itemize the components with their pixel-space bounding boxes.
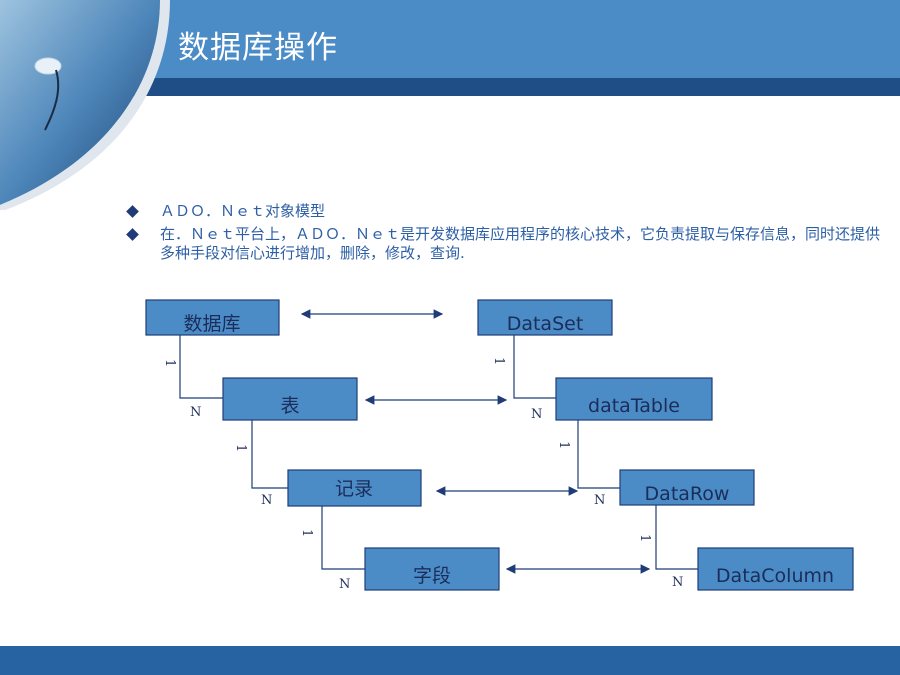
- node-database-label: 数据库: [183, 313, 240, 335]
- node-datarow-label: DataRow: [645, 483, 730, 505]
- cardinality-many-label: N: [594, 493, 605, 508]
- node-datarow: [619, 469, 755, 506]
- connector-db-table: [179, 335, 223, 399]
- connector-datatable-datarow: [577, 420, 620, 489]
- connector-table-record: [251, 420, 288, 489]
- cardinality-one-label: 1: [556, 441, 571, 449]
- corner-decoration: [0, 0, 170, 210]
- connector-record-field: [321, 506, 365, 570]
- cardinality-one-label: 1: [637, 534, 652, 542]
- cardinality-many-label: N: [672, 575, 683, 590]
- bullet-text: ＡＤＯ．Ｎｅｔ对象模型: [160, 202, 326, 220]
- bullet-item: ＡＤＯ．Ｎｅｔ对象模型: [126, 202, 888, 221]
- cardinality-one-label: 1: [233, 444, 248, 452]
- node-record: [287, 469, 422, 507]
- connector-datarow-datacolumn: [655, 505, 698, 570]
- bullet-text: 在．Ｎｅｔ平台上，ＡＤＯ．Ｎｅｔ是开发数据库应用程序的核心技术，它负责提取与保存…: [160, 225, 881, 262]
- cardinality-one-label: 1: [299, 529, 314, 537]
- page-title: 数据库操作: [178, 30, 338, 66]
- node-dataset: [477, 299, 613, 336]
- cardinality-many-label: N: [190, 405, 201, 420]
- cardinality-one-label: 1: [491, 357, 506, 365]
- mouse-icon: [34, 57, 62, 131]
- node-datatable-label: dataTable: [588, 395, 680, 417]
- connector-dataset-datatable: [513, 335, 556, 399]
- node-field: [364, 547, 500, 591]
- cardinality-many-label: N: [339, 577, 350, 592]
- node-table-label: 表: [280, 395, 299, 417]
- cardinality-many-label: N: [261, 493, 272, 508]
- node-dataset-label: DataSet: [507, 313, 584, 335]
- node-table: [222, 377, 358, 421]
- node-datacolumn-label: DataColumn: [716, 565, 834, 587]
- bullet-item: 在．Ｎｅｔ平台上，ＡＤＯ．Ｎｅｔ是开发数据库应用程序的核心技术，它负责提取与保存…: [126, 225, 888, 263]
- node-field-label: 字段: [413, 565, 451, 587]
- footer-band: [0, 646, 900, 675]
- node-database: [145, 299, 280, 336]
- cardinality-one-label: 1: [162, 359, 177, 367]
- title-stripe: [0, 78, 900, 96]
- bullet-list: ＡＤＯ．Ｎｅｔ对象模型 在．Ｎｅｔ平台上，ＡＤＯ．Ｎｅｔ是开发数据库应用程序的核…: [126, 202, 888, 267]
- cardinality-many-label: N: [531, 407, 542, 422]
- node-datacolumn: [697, 547, 854, 591]
- node-record-label: 记录: [335, 478, 373, 500]
- node-datatable: [555, 377, 713, 421]
